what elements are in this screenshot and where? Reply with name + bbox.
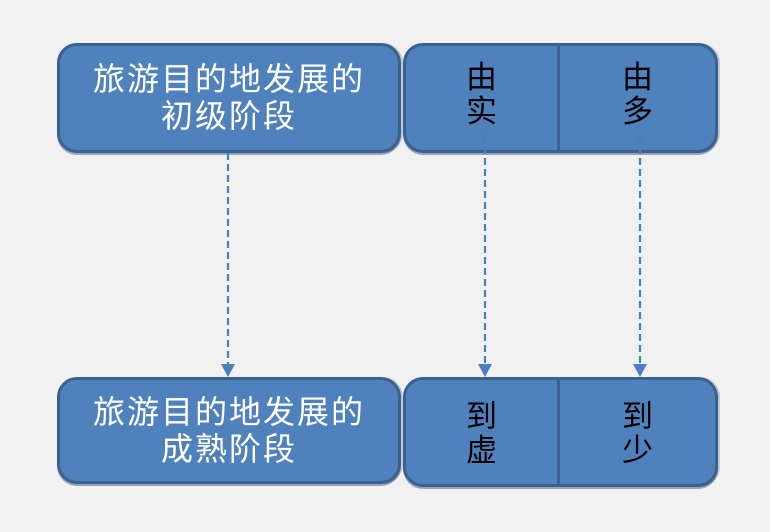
cell-to-virtual-line1: 到 (466, 399, 497, 434)
cell-to-virtual-line2: 虚 (466, 433, 497, 468)
cell-from-real: 由 实 (406, 46, 557, 150)
change-group-from: 由 实 由 多 (403, 43, 718, 153)
stage-box-mature: 旅游目的地发展的 成熟阶段 (57, 377, 401, 484)
stage-box-mature-line2: 成熟阶段 (160, 430, 297, 467)
cell-to-virtual: 到 虚 (406, 380, 557, 484)
stage-box-initial: 旅游目的地发展的 初级阶段 (57, 43, 401, 153)
cell-from-real-line1: 由 (466, 60, 497, 95)
change-group-to: 到 虚 到 少 (403, 377, 718, 487)
stage-box-initial-line1: 旅游目的地发展的 (92, 61, 365, 97)
dashed-arrow-many-to-few (633, 125, 647, 377)
cell-from-real-line2: 实 (466, 94, 497, 129)
cell-to-few-line2: 少 (622, 433, 653, 468)
stage-box-initial-line2: 初级阶段 (160, 98, 297, 134)
cell-to-few-line1: 到 (622, 399, 653, 434)
stage-box-mature-line1: 旅游目的地发展的 (92, 393, 365, 430)
cell-to-few: 到 少 (557, 380, 715, 484)
cell-from-many-line2: 多 (622, 94, 653, 129)
dashed-arrow-real-to-virtual (478, 125, 492, 377)
cell-from-many: 由 多 (557, 46, 715, 150)
dashed-arrow-stage (221, 153, 235, 377)
cell-from-many-line1: 由 (622, 60, 653, 95)
